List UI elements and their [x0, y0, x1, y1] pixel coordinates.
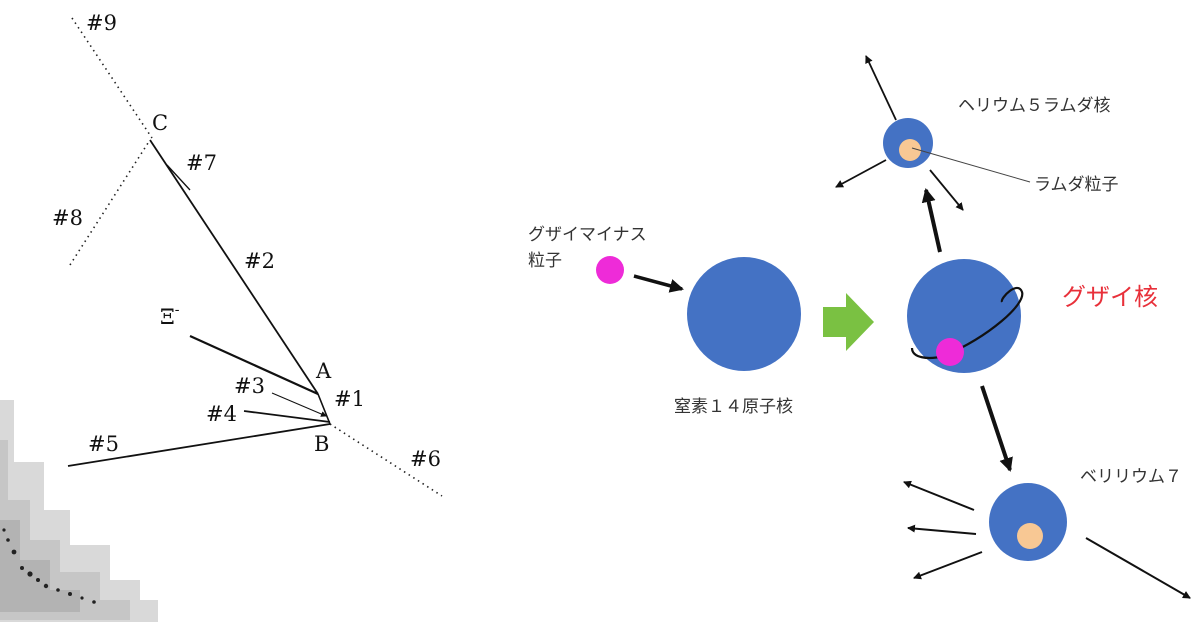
xi-incoming-arrow: [633, 274, 684, 293]
label-track-2: #2: [244, 249, 275, 273]
beryllium-decay-arrow-3: [913, 551, 983, 580]
lambda-in-beryllium: [1017, 523, 1043, 549]
arrow-to-helium: [921, 188, 942, 253]
xi-hypernucleus-label: グザイ核: [1062, 283, 1158, 311]
lambda-particle-label: ラムダ粒子: [1034, 175, 1119, 195]
helium-decay-arrow-left: [835, 159, 887, 188]
track-5: [67, 423, 331, 467]
helium-decay-arrow-up: [865, 55, 897, 121]
track-7: [166, 164, 191, 191]
arrow-to-beryllium: [980, 385, 1013, 472]
beryllium-decay-arrow-2: [907, 524, 977, 535]
xi-particle-label-line2: 粒子: [528, 251, 562, 271]
track-3: [271, 392, 327, 417]
label-track-6: #6: [410, 447, 441, 471]
label-track-8: #8: [52, 206, 83, 230]
label-track-1: #1: [334, 387, 365, 411]
track-xi-minus: [189, 334, 319, 396]
label-track-7: #7: [186, 151, 217, 175]
label-track-5: #5: [88, 432, 119, 456]
track-6-dotted: [329, 423, 443, 497]
track-9-dotted: [71, 17, 153, 139]
xi-orbit: [943, 286, 1024, 358]
helium-5-lambda-label: ヘリウム５ラムダ核: [958, 96, 1111, 116]
beryllium-7-label: ベリリウム７: [1080, 467, 1182, 487]
transition-arrow: [823, 293, 874, 351]
lambda-in-helium: [899, 139, 921, 161]
track-1: [317, 393, 331, 425]
track-4: [243, 410, 331, 423]
beryllium-decay-arrow-4: [1085, 537, 1191, 599]
lambda-pointer-line: [911, 147, 1031, 183]
reaction-diagram: グザイマイナス 粒子 窒素１４原子核 グザイ核 ヘリウム５ラムダ核 ラムダ粒子 …: [528, 55, 1191, 599]
label-xi-minus: Ξ-: [160, 302, 180, 329]
nitrogen-14-label: 窒素１４原子核: [674, 397, 793, 417]
label-vertex-c: C: [152, 111, 168, 135]
track-2: [149, 139, 319, 395]
label-vertex-b: B: [314, 432, 329, 456]
nitrogen-14-nucleus: [687, 257, 801, 371]
track-diagram: #9 C #7 #8 #2 Ξ- A #3 #1 #4 B #5 #6: [0, 11, 443, 622]
label-track-4: #4: [206, 402, 237, 426]
xi-hypernucleus: [907, 259, 1021, 373]
xi-particle-label-line1: グザイマイナス: [528, 225, 647, 245]
track-8-dotted: [69, 142, 149, 266]
xi-minus-particle: [596, 256, 624, 284]
beryllium-7-nucleus: [989, 483, 1067, 561]
beryllium-decay-arrow-1: [903, 480, 975, 511]
helium-decay-arrow-right: [929, 169, 964, 211]
xi-particle-bound: [936, 338, 964, 366]
label-vertex-a: A: [315, 359, 332, 383]
emulsion-photo-fragment: [0, 400, 158, 622]
label-track-9: #9: [86, 11, 117, 35]
label-track-3: #3: [234, 374, 265, 398]
